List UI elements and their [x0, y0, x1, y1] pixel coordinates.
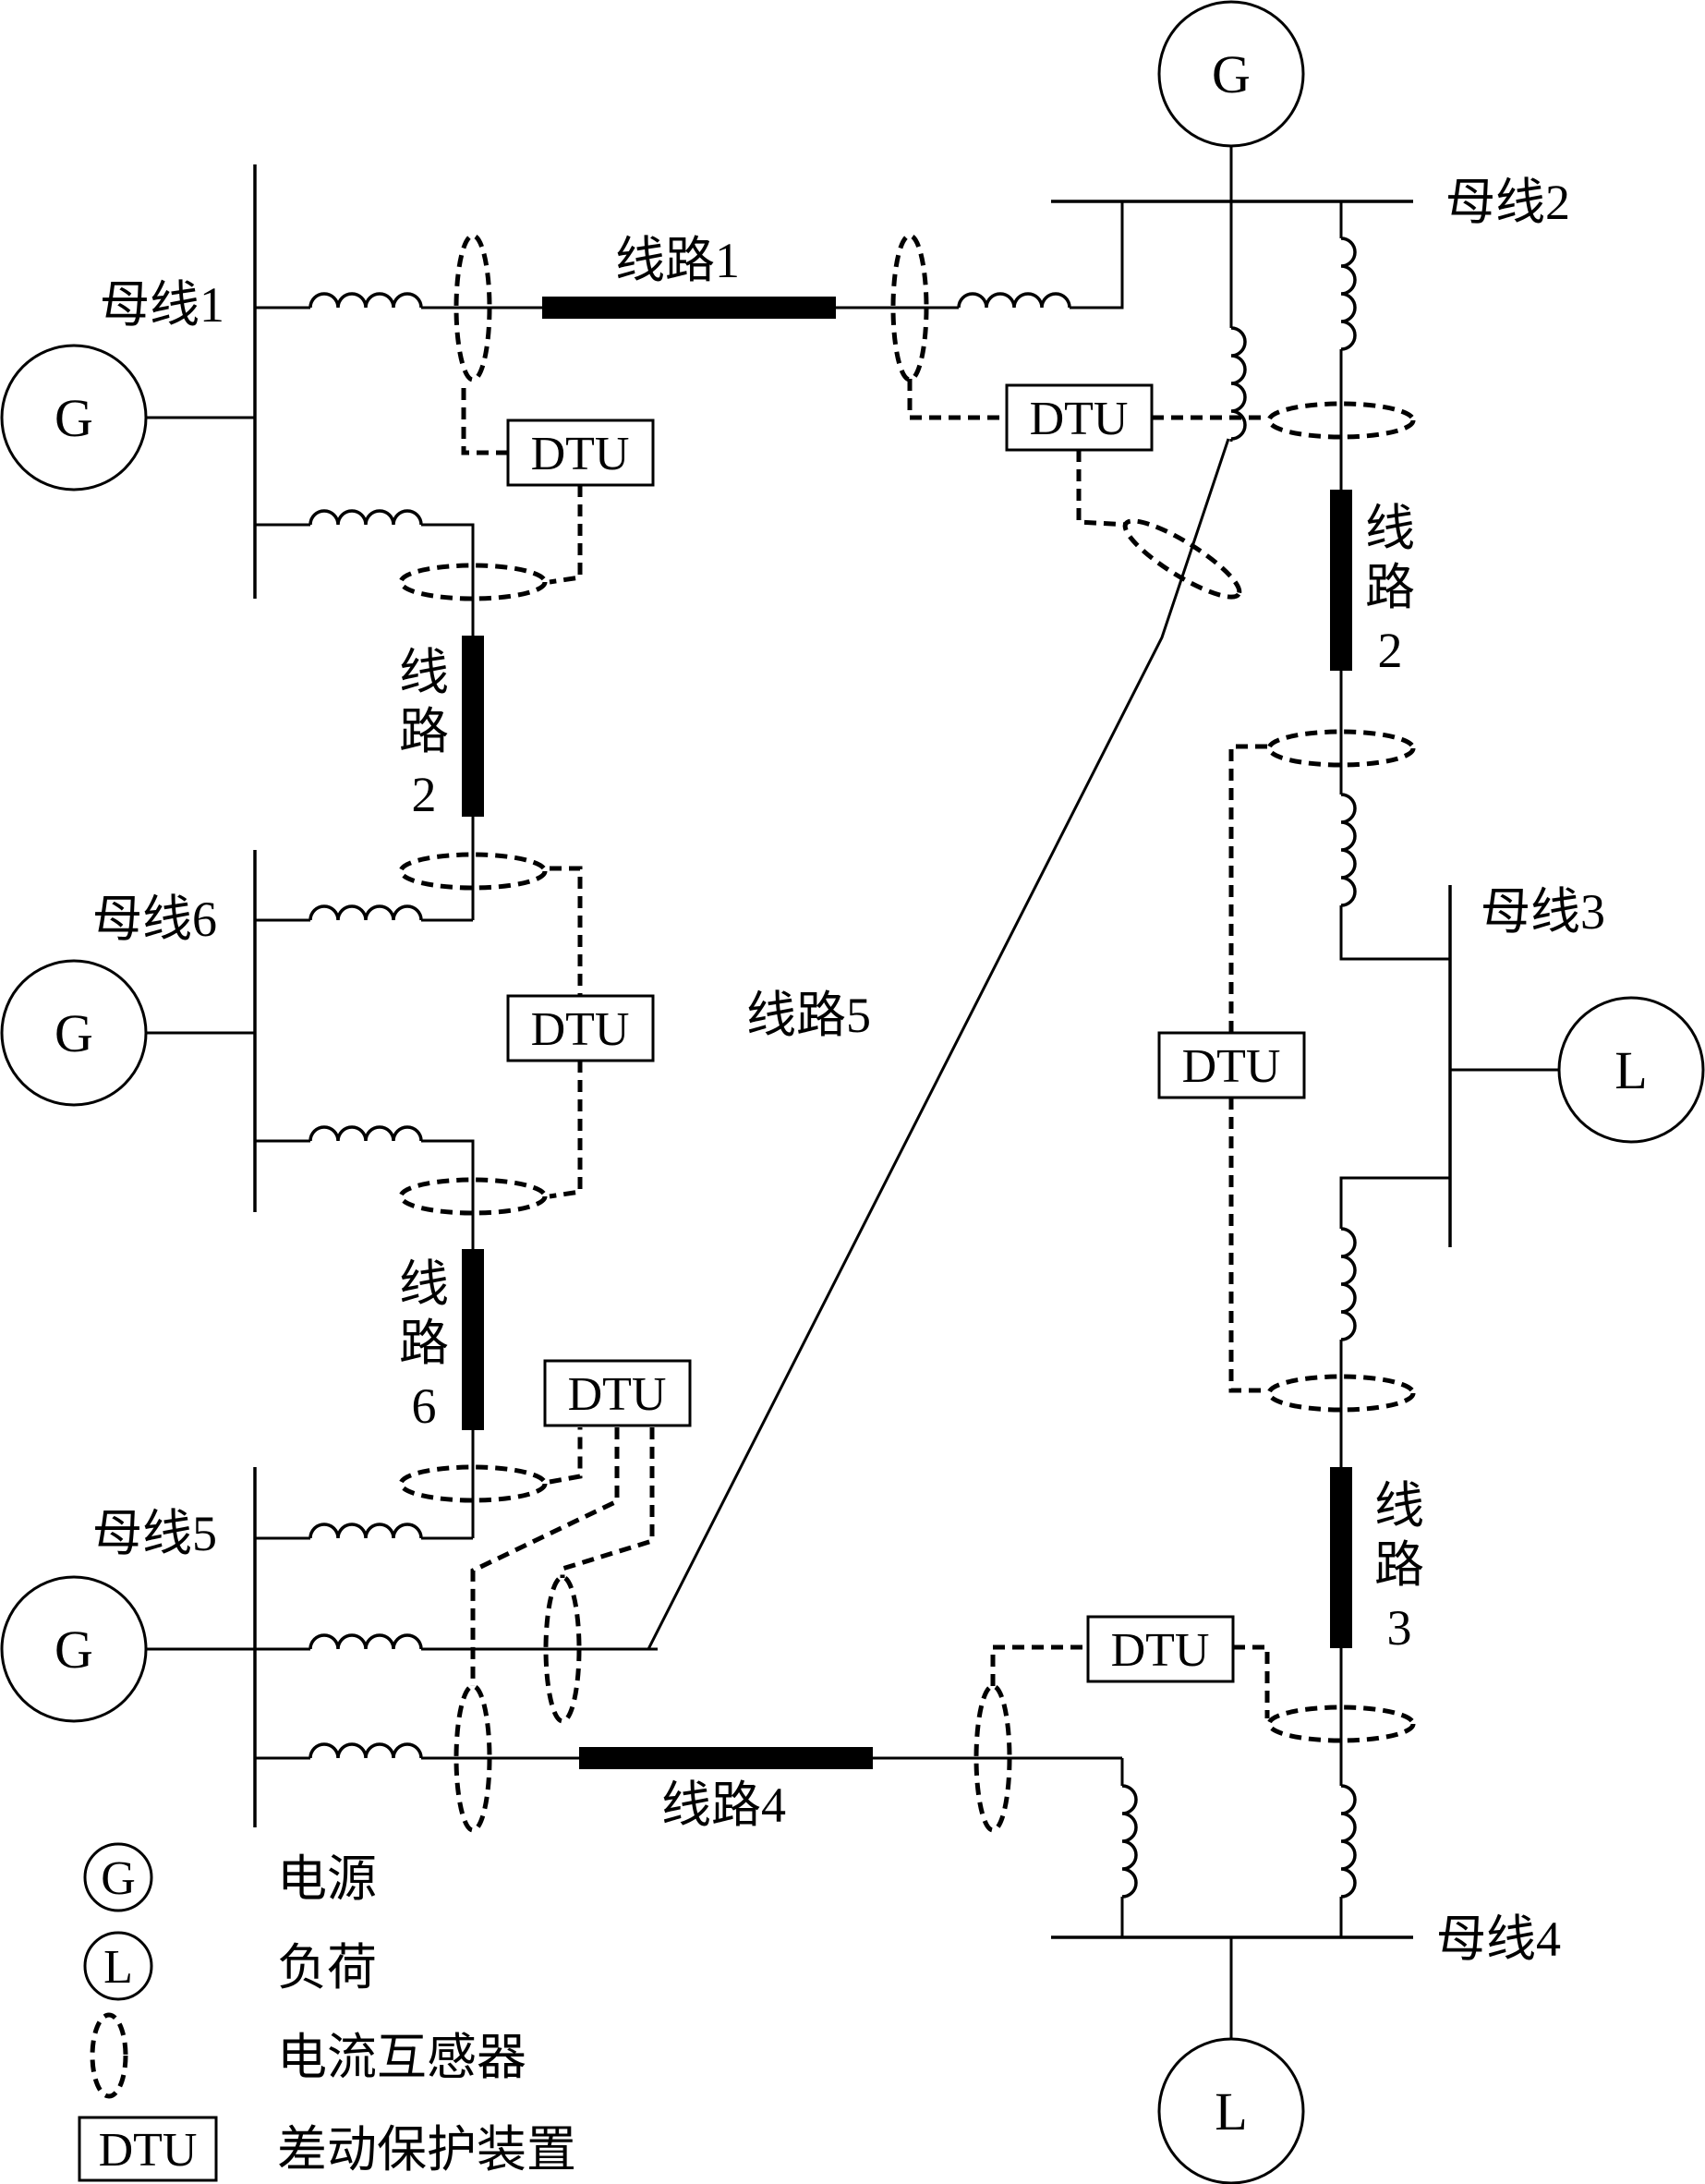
current-transformer-icon — [1266, 729, 1416, 768]
line3-label-3: 3 — [1387, 1600, 1412, 1656]
dtu-box — [1157, 1031, 1306, 1099]
current-transformer-icon — [890, 233, 929, 382]
legend: G 电源 L 负荷 电流互感器 DTU 差动保护装置 — [78, 1842, 576, 2182]
line2-left-segment — [462, 636, 484, 817]
current-transformer-icon — [453, 1683, 492, 1833]
dtu-label: DTU — [1111, 1624, 1210, 1677]
line6-label-2: 路 — [399, 1316, 449, 1371]
reactor-coil-icon — [308, 1633, 423, 1651]
line1-group: 线路1 — [542, 201, 1124, 319]
reactor-coil-icon — [957, 292, 1071, 309]
reactor-coil-icon — [308, 1523, 423, 1540]
reactor-coil-icon — [308, 509, 423, 527]
line2-right-label-1: 线 — [1365, 501, 1415, 556]
bus2-label: 母线2 — [1445, 175, 1570, 230]
current-transformer-icon — [1266, 1705, 1416, 1743]
dtu-label: DTU — [531, 1003, 630, 1056]
load-bus3-symbol: L — [1614, 1040, 1647, 1100]
current-transformer-icon — [543, 1574, 582, 1724]
reactor-coil-icon — [1339, 793, 1357, 907]
line6-label-3: 6 — [412, 1378, 437, 1434]
dtu-box — [1005, 383, 1154, 452]
line6-segment — [462, 1249, 484, 1430]
legend-dtu-label: 差动保护装置 — [277, 2122, 576, 2178]
legend-dtu-box — [78, 2116, 218, 2182]
bus4-group: 母线4 L — [1051, 1911, 1561, 2184]
current-transformer-icon — [453, 233, 492, 382]
line2-left-label-1: 线 — [399, 645, 449, 700]
line5-label: 线路5 — [746, 988, 871, 1043]
generator-bus5-icon — [0, 1575, 148, 1723]
current-transformer-icon — [398, 1464, 548, 1503]
bus5-group: 母线5 G — [0, 1467, 658, 1827]
legend-generator-symbol: G — [101, 1852, 136, 1905]
line2-right-label-3: 2 — [1378, 623, 1403, 678]
legend-dtu-symbol: DTU — [99, 2124, 198, 2177]
line4-label: 线路4 — [661, 1778, 786, 1833]
reactor-coil-icon — [1229, 326, 1247, 441]
dtu-box — [1086, 1615, 1235, 1683]
bus6-label: 母线6 — [92, 892, 217, 947]
load-bus3-icon — [1557, 996, 1705, 1144]
line2-left-label-2: 路 — [399, 704, 449, 759]
line3-label-1: 线 — [1374, 1478, 1424, 1534]
dtu-label: DTU — [1182, 1040, 1281, 1093]
bus5-label: 母线5 — [92, 1506, 217, 1561]
generator-bus1-icon — [0, 344, 148, 491]
legend-generator-label: 电源 — [277, 1851, 377, 1907]
line4-segment — [579, 1747, 873, 1769]
bus1-label: 母线1 — [100, 277, 224, 333]
reactor-coil-icon — [1339, 237, 1357, 351]
generator-bus6-symbol: G — [54, 1003, 93, 1063]
bus1-group: 母线1 G — [0, 164, 545, 636]
reactor-coil-icon — [1120, 1784, 1138, 1899]
current-transformer-icon — [973, 1683, 1012, 1833]
bus2-group: 母线2 G — [1051, 0, 1570, 492]
current-transformer-icon — [1122, 518, 1242, 600]
generator-bus2-symbol: G — [1212, 44, 1251, 104]
generator-bus6-icon — [0, 959, 148, 1107]
generator-bus5-symbol: G — [54, 1620, 93, 1680]
line2-right-segment — [1330, 490, 1352, 671]
reactor-coil-icon — [308, 904, 423, 922]
current-transformer-icon — [398, 563, 548, 601]
dtu-box — [506, 419, 655, 487]
current-transformer-icon — [398, 1177, 548, 1216]
line2-left-label-3: 2 — [412, 767, 437, 822]
dtu-label: DTU — [568, 1368, 667, 1421]
line1-label: 线路1 — [615, 233, 740, 288]
reactor-coil-icon — [308, 1742, 423, 1760]
reactor-coil-icon — [1339, 1784, 1357, 1899]
dtu-box — [543, 1359, 692, 1427]
reactor-coil-icon — [1339, 1227, 1357, 1341]
legend-ct-label: 电流互感器 — [277, 2030, 526, 2085]
generator-bus1-symbol: G — [54, 388, 93, 448]
line3-label-2: 路 — [1374, 1537, 1424, 1593]
line3-segment — [1330, 1467, 1352, 1648]
load-bus4-icon — [1157, 2037, 1305, 2184]
bus6-group: 母线6 G — [0, 850, 475, 1252]
legend-ct-icon — [90, 2012, 128, 2099]
load-bus4-symbol: L — [1215, 2081, 1247, 2142]
current-transformer-icon — [398, 852, 548, 891]
legend-load-label: 负荷 — [277, 1940, 377, 1996]
current-transformer-icon — [1266, 1374, 1416, 1413]
line2-right-label-2: 路 — [1365, 560, 1415, 615]
legend-generator-icon — [83, 1842, 153, 1912]
reactor-coil-icon — [308, 292, 423, 309]
dtu-box — [506, 994, 655, 1062]
legend-load-icon — [83, 1931, 153, 2001]
bus3-group: 母线3 L — [1339, 884, 1705, 1469]
line1-segment — [542, 297, 836, 319]
line6-label-1: 线 — [399, 1256, 449, 1312]
bus3-label: 母线3 — [1481, 884, 1605, 940]
dtu-label: DTU — [1030, 393, 1129, 445]
legend-load-symbol: L — [103, 1941, 133, 1994]
current-transformer-icon — [1266, 401, 1416, 440]
dtu-label: DTU — [531, 428, 630, 480]
reactor-coil-icon — [308, 1125, 423, 1143]
bus4-label: 母线4 — [1436, 1911, 1561, 1967]
